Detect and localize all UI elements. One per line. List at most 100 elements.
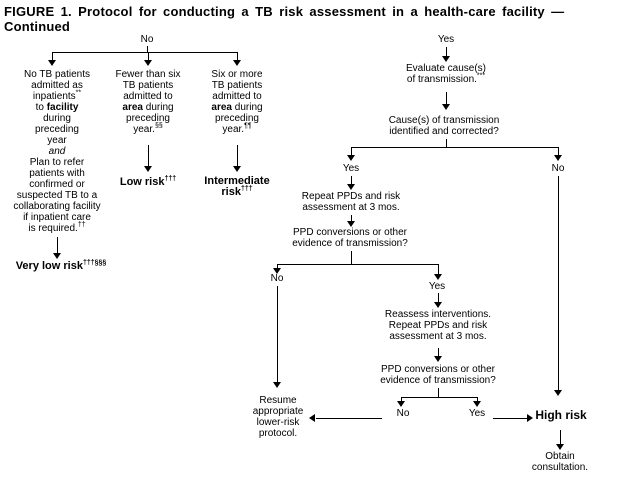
figure-title-line2: Continued (4, 19, 71, 34)
connector-line (316, 418, 382, 419)
result-line: risk††† (221, 185, 253, 198)
arrow-down-icon (442, 104, 450, 110)
branch-label-yes-conversions1: Yes (428, 281, 446, 292)
arrow-down-icon (273, 382, 281, 388)
node-causes-identified: Cause(s) of transmission identified and … (389, 115, 500, 137)
node-line: identified and corrected? (389, 126, 499, 137)
node-very-low-criteria: No TB patients admitted as inpatients** … (13, 69, 100, 234)
branch-label-no-identified: No (551, 163, 565, 174)
connector-line (493, 418, 527, 419)
criteria-line: preceding (35, 124, 79, 135)
criteria-line: TB patients (122, 80, 174, 91)
criteria-line: is required.†† (28, 221, 86, 234)
branch-label-no-conversions2: No (396, 408, 410, 419)
arrow-down-icon (473, 401, 481, 407)
connector-line (351, 251, 352, 264)
arrow-down-icon (434, 274, 442, 280)
criteria-line: inpatients** (32, 89, 82, 102)
connector-line (438, 388, 439, 397)
criteria-line: Fewer than six (115, 69, 181, 80)
arrow-down-icon (144, 60, 152, 66)
criteria-line: preceding (215, 113, 259, 124)
figure-title-line1: FIGURE 1. Protocol for conducting a TB r… (4, 4, 565, 19)
node-line: evidence of transmission? (292, 238, 408, 249)
arrow-down-icon (554, 390, 562, 396)
arrow-down-icon (556, 444, 564, 450)
connector-line (351, 176, 352, 184)
connector-line (57, 237, 58, 253)
criteria-line: suspected TB to a (16, 190, 98, 201)
connector-line (438, 348, 439, 356)
connector-line (438, 293, 439, 302)
branch-label-no-conversions1: No (270, 273, 284, 284)
node-line: Resume (259, 395, 297, 406)
arrow-down-icon (233, 166, 241, 172)
connector-line (558, 176, 559, 390)
node-low-risk: Low risk††† (119, 175, 177, 188)
branch-label-yes-top: Yes (437, 34, 455, 45)
arrow-down-icon (273, 268, 281, 274)
node-very-low-risk: Very low risk†††§§§ (15, 259, 107, 272)
criteria-line: collaborating facility (13, 201, 101, 212)
connector-line (277, 264, 278, 268)
connector-line (148, 145, 149, 166)
criteria-line: and (48, 146, 66, 157)
node-obtain-consultation: Obtain consultation. (532, 451, 588, 473)
connector-line (52, 52, 53, 60)
criteria-line: year.¶¶ (222, 122, 252, 135)
criteria-line: Plan to refer (29, 157, 85, 168)
node-line: Evaluate cause(s) (405, 63, 487, 74)
connector-line (237, 145, 238, 166)
node-intermediate-criteria: Six or more TB patients admitted to area… (211, 69, 262, 135)
connector-line (446, 47, 447, 56)
node-line: Repeat PPDs and risk (388, 320, 488, 331)
branch-label-yes-conversions2: Yes (468, 408, 486, 419)
arrow-down-icon (347, 155, 355, 161)
node-line: lower-risk (256, 417, 300, 428)
arrow-down-icon (48, 60, 56, 66)
connector-line (277, 286, 278, 382)
node-line: protocol. (258, 428, 298, 439)
branch-label-yes-identified: Yes (342, 163, 360, 174)
connector-line (277, 264, 439, 265)
node-evaluate-causes: Evaluate cause(s) of transmission.*** (406, 63, 486, 85)
criteria-line: during (43, 113, 71, 124)
criteria-line: year.§§ (133, 122, 163, 135)
node-line: PPD conversions or other (381, 364, 495, 375)
connector-line (446, 92, 447, 104)
connector-line (52, 52, 238, 53)
node-intermediate-risk: Intermediate risk††† (204, 176, 269, 198)
connector-line (147, 46, 148, 52)
node-line: PPD conversions or other (293, 227, 407, 238)
connector-line (446, 139, 447, 147)
arrow-down-icon (53, 253, 61, 259)
arrow-down-icon (434, 356, 442, 362)
node-line: evidence of transmission? (380, 375, 496, 386)
connector-line (401, 397, 402, 401)
connector-line (148, 52, 149, 60)
node-ppd-conversions-2: PPD conversions or other evidence of tra… (380, 364, 496, 386)
node-high-risk: High risk (535, 408, 587, 422)
arrow-down-icon (434, 302, 442, 308)
connector-line (560, 430, 561, 444)
result-line: Intermediate (204, 175, 270, 187)
arrow-down-icon (233, 60, 241, 66)
node-line: appropriate (252, 406, 304, 417)
node-line: Obtain (545, 451, 575, 462)
node-line: Repeat PPDs and risk (301, 191, 401, 202)
node-reassess: Reassess interventions. Repeat PPDs and … (385, 309, 491, 342)
arrow-down-icon (144, 166, 152, 172)
criteria-line: confirmed or (29, 179, 85, 190)
criteria-line: No TB patients (24, 69, 90, 80)
node-line: assessment at 3 mos. (389, 331, 487, 342)
connector-line (237, 52, 238, 60)
node-line: assessment at 3 mos. (302, 202, 400, 213)
node-line: consultation. (531, 462, 589, 473)
criteria-line: to facility (35, 102, 79, 113)
figure-title: FIGURE 1. Protocol for conducting a TB r… (4, 4, 638, 34)
criteria-line: patients with (29, 168, 85, 179)
criteria-line: Six or more (211, 69, 263, 80)
criteria-line: if inpatient care (23, 212, 91, 223)
arrow-right-icon (527, 414, 533, 422)
